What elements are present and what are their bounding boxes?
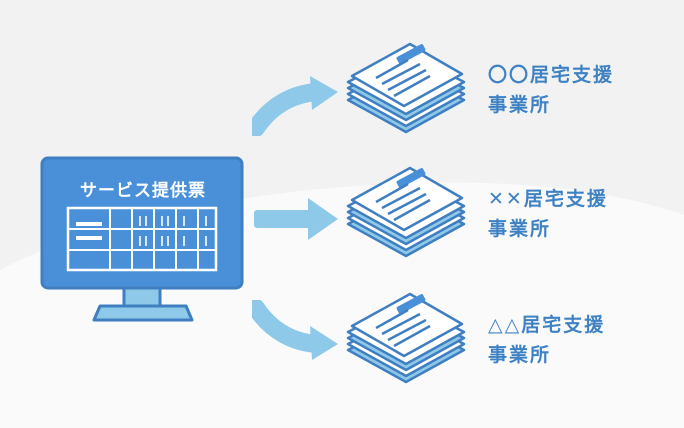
curved-arrow-up-icon [252, 76, 338, 136]
office-label-1: 〇〇居宅支援 事業所 [488, 60, 614, 120]
curved-arrow-down-icon [252, 300, 338, 360]
office-name: ✕✕居宅支援 [488, 188, 608, 210]
office-name: △△居宅支援 [488, 314, 606, 336]
office-label-3: △△居宅支援 事業所 [488, 310, 605, 370]
office-label-2: ✕✕居宅支援 事業所 [488, 184, 608, 244]
document-stack-icon [346, 42, 466, 134]
office-name: 〇〇居宅支援 [488, 64, 615, 86]
office-suffix: 事業所 [488, 94, 552, 116]
office-suffix: 事業所 [488, 344, 552, 366]
document-stack-icon [346, 292, 466, 384]
computer-monitor-icon [40, 156, 244, 322]
document-stack-icon [346, 166, 466, 258]
office-suffix: 事業所 [488, 218, 552, 240]
screen-title: サービス提供票 [80, 181, 206, 201]
straight-arrow-right-icon [254, 198, 338, 240]
screen-table [66, 206, 218, 272]
